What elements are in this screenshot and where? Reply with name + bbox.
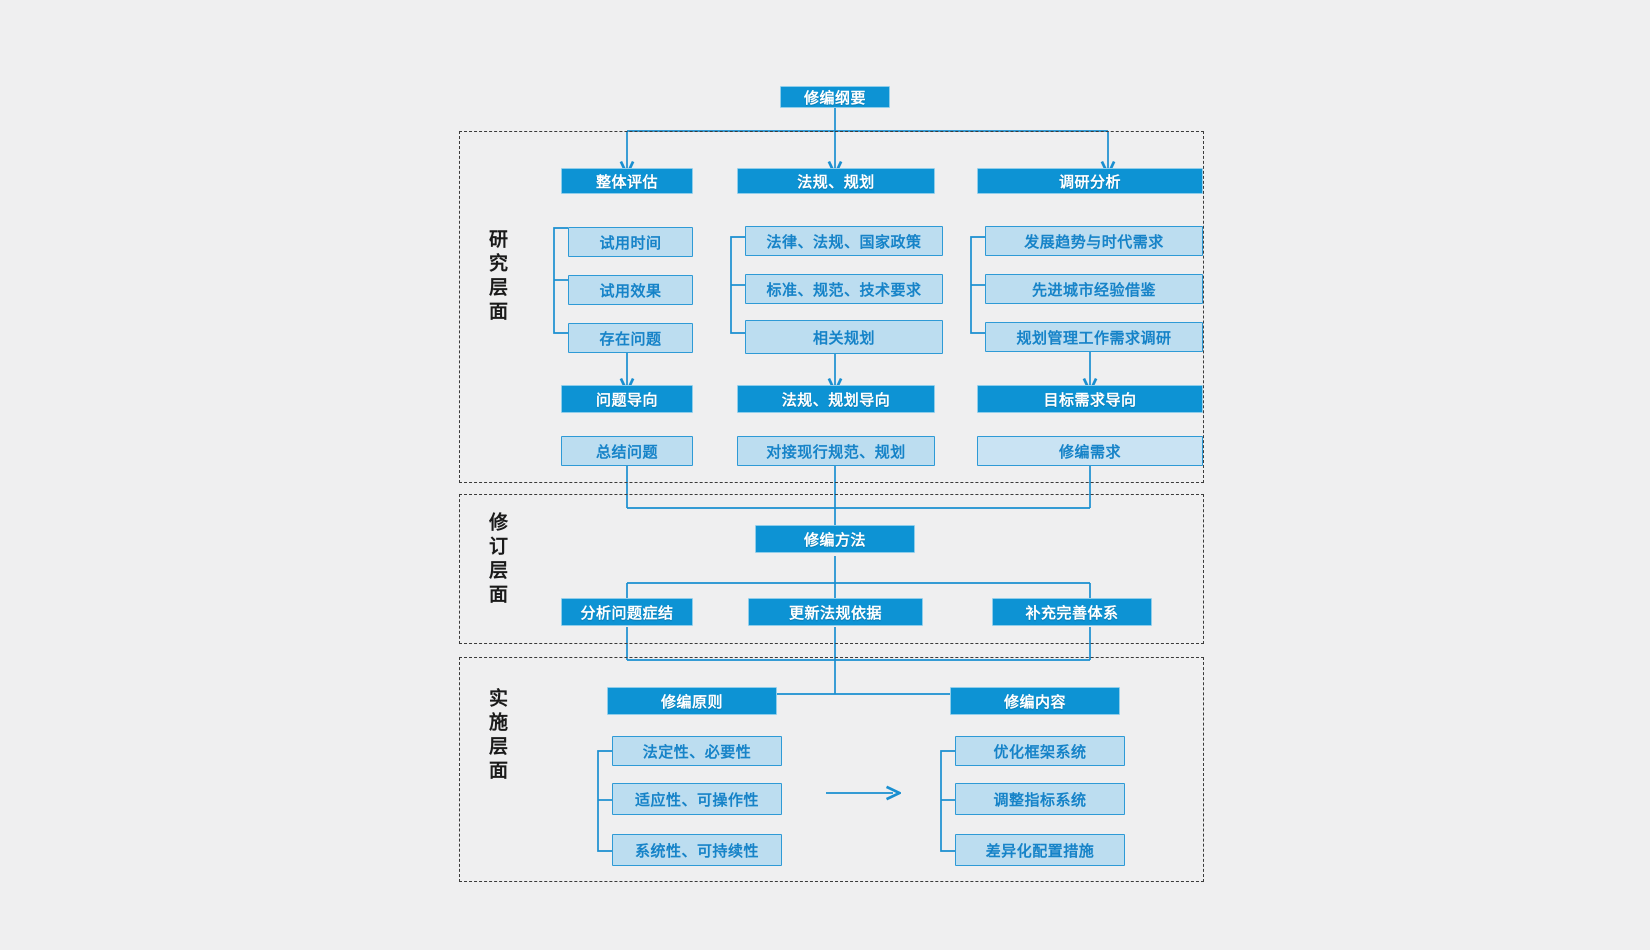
node-revision-item-2[interactable]: 补充完善体系 xyxy=(992,598,1152,626)
layer-panel-implementation xyxy=(459,657,1204,882)
node-research-orientation-1[interactable]: 法规、规划导向 xyxy=(737,385,935,413)
node-research-head-1[interactable]: 法规、规划 xyxy=(737,168,935,194)
node-revision-item-1[interactable]: 更新法规依据 xyxy=(748,598,923,626)
node-research-item-0-2[interactable]: 存在问题 xyxy=(568,323,693,353)
layer-panel-research xyxy=(459,131,1204,483)
node-revision-item-0[interactable]: 分析问题症结 xyxy=(561,598,693,626)
node-impl-head-1[interactable]: 修编内容 xyxy=(950,687,1120,715)
node-impl-item-0-2[interactable]: 系统性、可持续性 xyxy=(612,834,782,866)
layer-label-revision: 修订层面 xyxy=(486,512,507,608)
node-research-outcome-1[interactable]: 对接现行规范、规划 xyxy=(737,436,935,466)
node-research-item-2-0[interactable]: 发展趋势与时代需求 xyxy=(985,226,1203,256)
layer-label-research: 研究层面 xyxy=(486,229,507,325)
node-research-item-1-1[interactable]: 标准、规范、技术要求 xyxy=(745,274,943,304)
node-research-head-0[interactable]: 整体评估 xyxy=(561,168,693,194)
node-research-outcome-2[interactable]: 修编需求 xyxy=(977,436,1203,466)
node-research-item-1-0[interactable]: 法律、法规、国家政策 xyxy=(745,226,943,256)
node-revision-head[interactable]: 修编方法 xyxy=(755,525,915,553)
node-research-item-2-2[interactable]: 规划管理工作需求调研 xyxy=(985,322,1203,352)
node-impl-item-1-0[interactable]: 优化框架系统 xyxy=(955,736,1125,766)
node-research-orientation-2[interactable]: 目标需求导向 xyxy=(977,385,1203,413)
node-impl-item-1-2[interactable]: 差异化配置措施 xyxy=(955,834,1125,866)
node-impl-item-0-0[interactable]: 法定性、必要性 xyxy=(612,736,782,766)
layer-label-implementation: 实施层面 xyxy=(486,688,507,784)
node-impl-item-0-1[interactable]: 适应性、可操作性 xyxy=(612,783,782,815)
node-title-outline[interactable]: 修编纲要 xyxy=(780,86,890,108)
node-research-item-0-1[interactable]: 试用效果 xyxy=(568,275,693,305)
node-research-item-2-1[interactable]: 先进城市经验借鉴 xyxy=(985,274,1203,304)
layer-panel-revision xyxy=(459,494,1204,644)
node-research-item-1-2[interactable]: 相关规划 xyxy=(745,320,943,354)
node-impl-item-1-1[interactable]: 调整指标系统 xyxy=(955,783,1125,815)
node-research-head-2[interactable]: 调研分析 xyxy=(977,168,1203,194)
node-research-outcome-0[interactable]: 总结问题 xyxy=(561,436,693,466)
node-research-item-0-0[interactable]: 试用时间 xyxy=(568,227,693,257)
node-impl-head-0[interactable]: 修编原则 xyxy=(607,687,777,715)
node-research-orientation-0[interactable]: 问题导向 xyxy=(561,385,693,413)
